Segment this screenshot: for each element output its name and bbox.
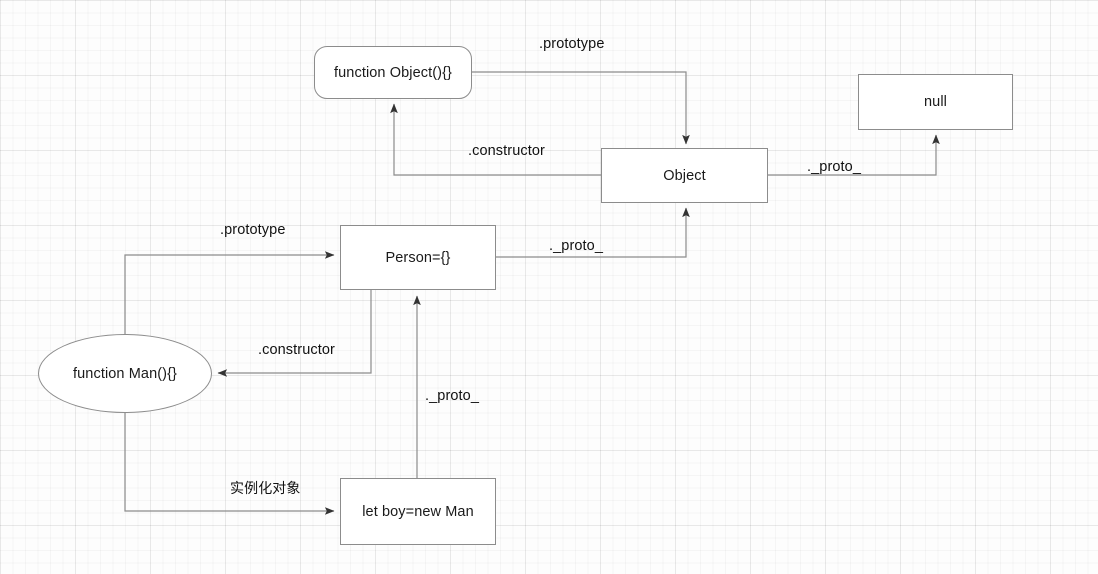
edge-label-proto-null: ._proto_ — [807, 159, 862, 175]
edge-person-to-object — [496, 207, 690, 258]
node-label: Person={} — [385, 249, 451, 266]
edge-label-instantiate-object: 实例化对象 — [230, 481, 301, 497]
node-let-boy[interactable]: let boy=new Man — [340, 478, 496, 545]
node-function-man[interactable]: function Man(){} — [38, 334, 212, 413]
edge-object-to-null — [768, 134, 940, 176]
node-label: function Man(){} — [73, 365, 177, 382]
edge-label-prototype-object: .prototype — [539, 36, 605, 52]
edge-label-constructor-object: .constructor — [468, 143, 545, 159]
node-label: function Object(){} — [334, 64, 452, 81]
edge-man-to-person — [124, 251, 335, 356]
node-function-object[interactable]: function Object(){} — [314, 46, 472, 99]
node-label: let boy=new Man — [362, 503, 474, 520]
node-person[interactable]: Person={} — [340, 225, 496, 290]
edge-label-constructor-man: .constructor — [258, 342, 335, 358]
node-label: null — [924, 94, 947, 110]
edge-label-proto-boy-person: ._proto_ — [425, 388, 480, 404]
node-label: Object — [663, 167, 706, 184]
edge-object-to-object-fn — [390, 103, 601, 176]
edge-label-prototype-man: .prototype — [220, 222, 286, 238]
edge-person-to-man — [217, 290, 372, 377]
node-null[interactable]: null — [858, 74, 1013, 130]
edge-man-to-boy — [124, 392, 335, 515]
edge-label-proto-person-object: ._proto_ — [549, 238, 604, 254]
node-object[interactable]: Object — [601, 148, 768, 203]
edge-object-fn-to-object — [472, 71, 690, 145]
